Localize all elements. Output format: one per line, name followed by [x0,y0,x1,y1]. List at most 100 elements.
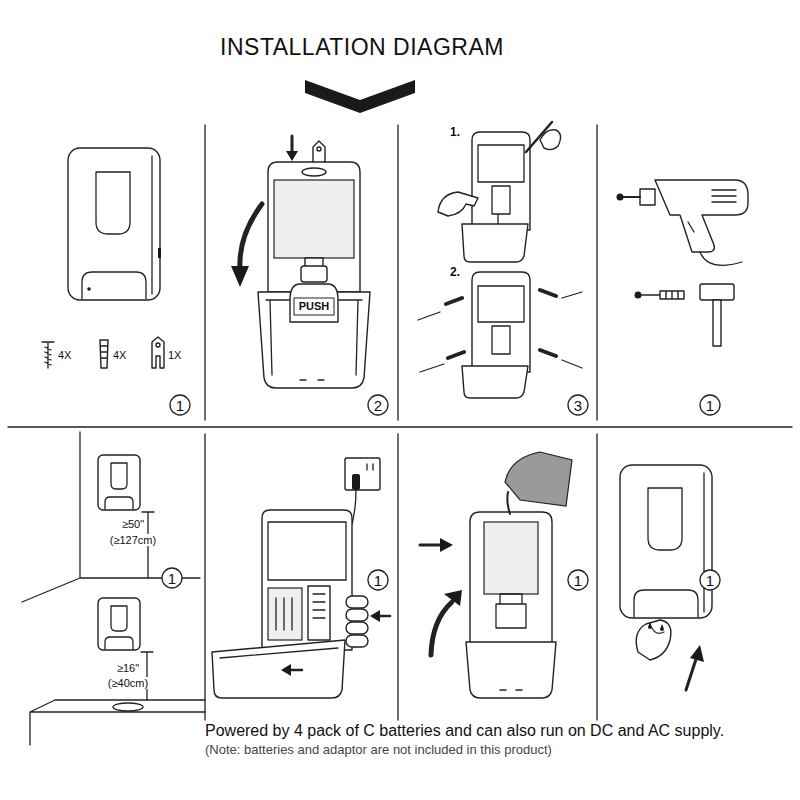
key-hole [317,147,321,151]
circle-outline [568,570,588,590]
open-front-cover [462,366,528,398]
cover-rim [220,648,338,658]
part-label: 4X [58,349,71,361]
callout-number: 1 [367,569,389,591]
circle-outline [700,395,720,415]
right-arrow [420,544,442,547]
right-arrow-head [440,538,453,552]
open-front-cover [212,640,345,698]
hand-holding-dispenser [438,192,478,216]
open-front-cover [466,642,556,698]
dispenser-back [262,510,352,650]
battery [346,609,368,621]
dispenser-body [620,465,712,618]
down-arrow-head [286,151,298,161]
key-hole [156,343,160,347]
hammer-handle [713,300,721,346]
circle-outline [700,570,720,590]
dispenser-detail [105,606,133,649]
inner-mechanism [478,286,524,354]
left-arrow-head [281,664,291,676]
callout-number: 1 [699,569,721,591]
left-arrow-head [370,610,380,622]
dispenser-front [68,148,161,300]
cover-slots [500,689,522,690]
battery [346,622,368,634]
inner-mechanism [478,145,524,224]
lower-arch [634,590,698,617]
push-plate [294,298,334,315]
battery-compartment [268,588,302,640]
pump [496,594,526,628]
down-arrow [291,136,294,153]
circle-outline [170,395,190,415]
step-number: 1 [161,567,183,589]
dispenser-back [472,272,530,372]
refill-jug [505,452,572,506]
c-batteries [346,596,368,647]
up-arrow [686,656,697,690]
dispenser-small [98,455,140,510]
step-number: 2 [367,394,389,416]
window [96,172,130,234]
dimension-label: (≥127cm) [110,534,156,546]
soap-stream [507,492,510,514]
inner-panel [268,522,346,580]
side-edge [151,156,152,294]
open-front-cover [462,224,528,262]
drill-detail [688,190,736,232]
dispenser-small [98,598,140,650]
dispenser-back [268,162,360,292]
callout-number: 1 [169,394,191,416]
soap-bottle [290,284,338,322]
note-text: (Note: batteries and adaptor are not inc… [205,743,552,757]
screw-icon [42,342,54,368]
callout-number: 1 [161,567,183,589]
callout-number: 1 [567,569,589,591]
battery [346,596,368,608]
step-number: 1 [367,569,389,591]
drill-chuck [640,189,655,205]
dimension-label: ≥50" [122,518,144,530]
circle-outline [162,568,182,588]
tank-cap [302,168,326,176]
curved-arrow-head [444,590,462,606]
window [648,488,682,550]
step-number: 1 [699,569,721,591]
soap-tank [274,180,354,258]
sensor-dot [87,287,91,291]
hand-holding-pen [540,130,561,150]
callout-number: 1 [699,394,721,416]
step-number: 1 [699,394,721,416]
drill-cord [700,252,742,265]
cover-slots [300,379,324,380]
diagram-title: INSTALLATION DIAGRAM [220,34,504,61]
curved-arrow [240,204,262,270]
hand [636,620,671,660]
battery [346,635,368,647]
lower-arch [82,272,146,299]
outlet-slots [367,464,373,470]
drill-bit [621,196,640,198]
circle-outline [568,395,588,415]
up-arrow-head [690,645,704,662]
soap-tank [484,522,538,594]
circle-outline [368,395,388,415]
dimension-label: ≥16" [117,662,139,674]
drill-point [617,194,624,201]
side-edge [703,473,704,612]
part-label: PUSH [299,300,330,312]
circle-outline [368,570,388,590]
sink-basin [113,703,143,711]
curved-arrow [431,602,452,655]
dimension-label: (≥40cm) [108,677,148,689]
chevron-arrow [305,80,415,113]
dispenser-detail [105,463,133,509]
part-label: 4X [113,349,126,361]
key-icon [152,337,164,368]
drill-body [655,180,748,252]
curved-arrow-head [231,266,249,287]
counter-top [30,700,205,745]
